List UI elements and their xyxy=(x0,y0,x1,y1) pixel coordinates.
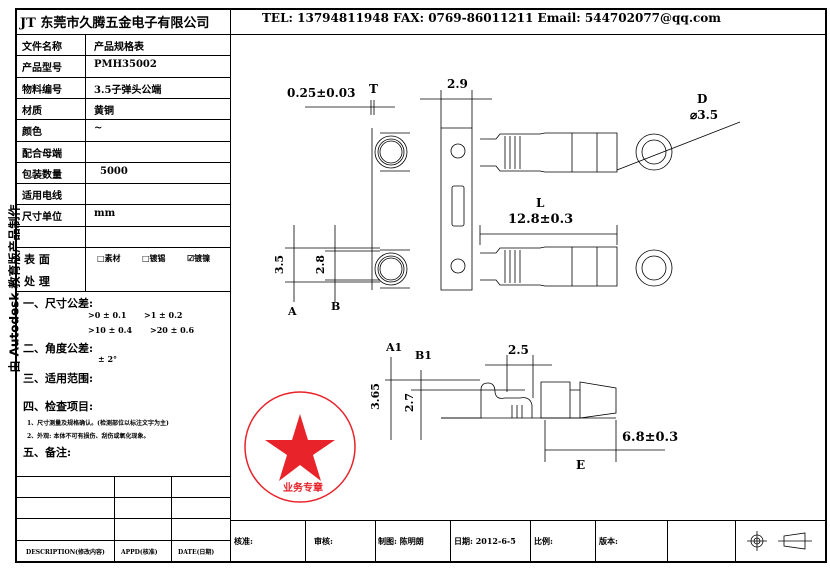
spec-label: 材质 xyxy=(22,105,42,117)
dim-diameter: ⌀3.5 xyxy=(690,108,719,122)
dim-e-value: 6.8±0.3 xyxy=(622,430,679,445)
tolerance: >10 ± 0.4 xyxy=(88,325,133,335)
dim-t-label: T xyxy=(369,82,378,96)
revision-date-header: DATE(日期) xyxy=(178,549,215,556)
tolerance: >20 ± 0.6 xyxy=(150,325,195,335)
option-nickel[interactable]: ☑镀镍 xyxy=(187,253,211,263)
dim-d-label: D xyxy=(697,92,708,106)
spec-value: ~ xyxy=(94,123,103,135)
option-raw[interactable]: □素材 xyxy=(97,253,121,263)
inspection-item: 1、尺寸测量及规格确认。(检测部位以标注文字为主) xyxy=(27,420,169,427)
dim-b1-value: 2.7 xyxy=(403,392,417,413)
dim-b-value: 2.8 xyxy=(314,254,328,275)
section-remarks: 五、备注: xyxy=(23,446,72,459)
pin-upper xyxy=(480,132,618,173)
divider xyxy=(15,183,230,185)
divider xyxy=(15,55,230,57)
divider xyxy=(15,518,230,519)
section-scope: 三、适用范围: xyxy=(23,372,94,385)
divider xyxy=(450,520,451,563)
divider xyxy=(171,476,172,563)
projection-symbol-icon xyxy=(747,531,812,551)
top-view xyxy=(440,121,741,291)
spec-label: 尺寸单位 xyxy=(22,212,62,224)
scale-label: 比例: xyxy=(534,536,553,546)
divider xyxy=(15,540,230,541)
divider xyxy=(667,520,668,563)
dim-a-value: 3.5 xyxy=(273,254,287,275)
dim-b-label: B xyxy=(331,300,341,313)
approve-label: 核准: xyxy=(234,536,253,546)
review-label: 审核: xyxy=(314,536,333,546)
company-stamp xyxy=(244,391,356,503)
divider xyxy=(15,204,230,206)
spec-label: 包装数量 xyxy=(22,169,62,181)
divider xyxy=(595,520,596,563)
drawing-frame xyxy=(15,8,827,563)
dim-e-label: E xyxy=(576,458,586,472)
divider xyxy=(15,97,230,99)
pin-lower xyxy=(480,246,618,287)
divider xyxy=(375,520,376,563)
spec-value: 5000 xyxy=(100,165,128,177)
dim-a-label: A xyxy=(288,305,297,318)
divider xyxy=(305,520,306,563)
divider xyxy=(15,140,230,142)
tolerance: >0 ± 0.1 xyxy=(88,310,127,320)
stamp-center-text: 业务专章 xyxy=(283,483,323,494)
revision-description-header: DESCRIPTION(修改内容) xyxy=(26,549,105,556)
divider xyxy=(15,119,230,121)
spec-label: 颜色 xyxy=(22,127,42,139)
section-dim-tolerance: 一、尺寸公差: xyxy=(23,297,94,310)
divider xyxy=(15,476,230,477)
tolerance: >1 ± 0.2 xyxy=(144,310,183,320)
divider xyxy=(15,226,230,227)
divider xyxy=(15,291,230,292)
section-inspection: 四、检查项目: xyxy=(23,400,94,413)
revision-appd-header: APPD(核准) xyxy=(121,549,158,556)
version-label: 版本: xyxy=(599,536,618,546)
option-tin[interactable]: □镀锡 xyxy=(142,253,166,263)
spec-label: 配合母端 xyxy=(22,148,62,160)
spec-value: mm xyxy=(94,208,116,220)
surface-label-1: 表 面 xyxy=(24,253,50,266)
divider xyxy=(735,520,736,563)
spec-value: 产品规格表 xyxy=(94,42,144,53)
dim-thickness: 0.25±0.03 xyxy=(287,86,356,100)
inspection-item: 2、外观: 本体不可有损伤、刮伤或氧化现象。 xyxy=(27,433,150,440)
angle-tolerance: ± 2° xyxy=(98,354,118,364)
drawn-by: 制图: 陈明朗 xyxy=(378,536,424,546)
dim-slot-width: 2.5 xyxy=(508,343,529,357)
spec-label: 文件名称 xyxy=(22,42,62,53)
divider xyxy=(230,520,827,521)
spec-label: 适用电线 xyxy=(22,191,62,203)
spec-value: 黄铜 xyxy=(94,105,114,117)
divider xyxy=(15,247,230,248)
divider xyxy=(114,476,115,563)
surface-label-2: 处 理 xyxy=(24,275,50,288)
dim-width: 2.9 xyxy=(447,77,468,91)
divider xyxy=(15,76,230,78)
divider xyxy=(530,520,531,563)
dim-l-label: L xyxy=(536,196,545,210)
spec-label: 物料编号 xyxy=(22,84,62,96)
spec-label: 产品型号 xyxy=(22,63,62,75)
side-view xyxy=(371,128,410,290)
spec-value: 3.5子弹头公端 xyxy=(94,84,162,96)
drawing-date: 日期: 2012-6-5 xyxy=(454,536,516,546)
divider xyxy=(15,34,827,35)
divider xyxy=(15,497,230,498)
section-angle-tolerance: 二、角度公差: xyxy=(23,342,94,355)
company-name: JT 东莞市久腾五金电子有限公司 xyxy=(20,16,210,31)
divider xyxy=(15,161,230,163)
contact-info: TEL: 13794811948 FAX: 0769-86011211 Emai… xyxy=(262,11,721,25)
dim-a1-label: A1 xyxy=(386,341,403,354)
spec-value: PMH35002 xyxy=(94,59,157,71)
bottom-view xyxy=(441,381,617,419)
dim-a1-value: 3.65 xyxy=(368,383,382,410)
dim-b1-label: B1 xyxy=(415,349,432,362)
dim-length: 12.8±0.3 xyxy=(508,212,574,227)
divider xyxy=(230,8,231,563)
